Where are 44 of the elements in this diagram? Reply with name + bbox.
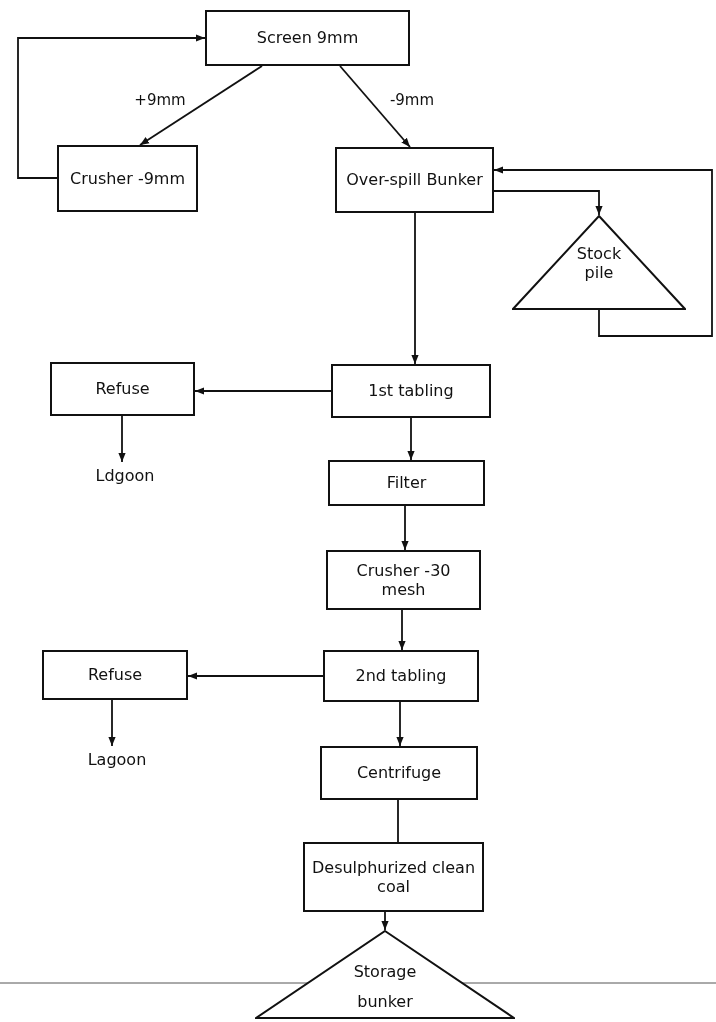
arrow xyxy=(108,699,116,747)
arrow xyxy=(396,701,404,747)
process-box xyxy=(205,10,410,66)
destination-label: Lagoon xyxy=(72,746,162,774)
pile-triangle xyxy=(255,930,515,1019)
destination-label: Ldgoon xyxy=(80,462,170,490)
arrow xyxy=(401,505,409,551)
process-box xyxy=(335,147,494,213)
process-box xyxy=(331,364,491,418)
node-label: Centrifuge xyxy=(355,763,443,783)
connector-line xyxy=(397,799,399,843)
process-box xyxy=(303,842,484,912)
node-label: 2nd tabling xyxy=(354,666,448,686)
process-box xyxy=(328,460,485,506)
process-box xyxy=(326,550,481,610)
arrow xyxy=(411,212,419,365)
node-label: Desulphurized clean coal xyxy=(310,857,477,897)
arrow xyxy=(407,417,415,461)
pile-triangle xyxy=(512,215,686,310)
node-label: Storage bunker xyxy=(352,961,418,1014)
arrow xyxy=(118,415,126,463)
process-box xyxy=(50,362,195,416)
arrow xyxy=(17,34,206,179)
node-label: 1st tabling xyxy=(367,381,455,401)
arrow xyxy=(187,672,324,680)
arrow xyxy=(493,166,713,337)
process-box xyxy=(323,650,479,702)
arrow xyxy=(493,190,603,216)
process-box xyxy=(320,746,478,800)
node-label: Crusher -30 mesh xyxy=(355,560,452,600)
node-label: Refuse xyxy=(86,665,144,685)
node-label: Screen 9mm xyxy=(255,28,360,48)
node-label: Over-spill Bunker xyxy=(345,170,484,190)
arrow xyxy=(339,65,411,148)
node-label: Filter xyxy=(385,473,428,493)
arrow xyxy=(381,911,389,931)
arrow xyxy=(194,387,332,395)
node-label: Refuse xyxy=(94,379,151,399)
arrow xyxy=(139,65,263,146)
node-label: Stock pile xyxy=(575,244,623,283)
arrow xyxy=(398,609,406,651)
process-box xyxy=(42,650,188,700)
process-box xyxy=(57,145,198,212)
node-label: Crusher -9mm xyxy=(69,168,186,189)
